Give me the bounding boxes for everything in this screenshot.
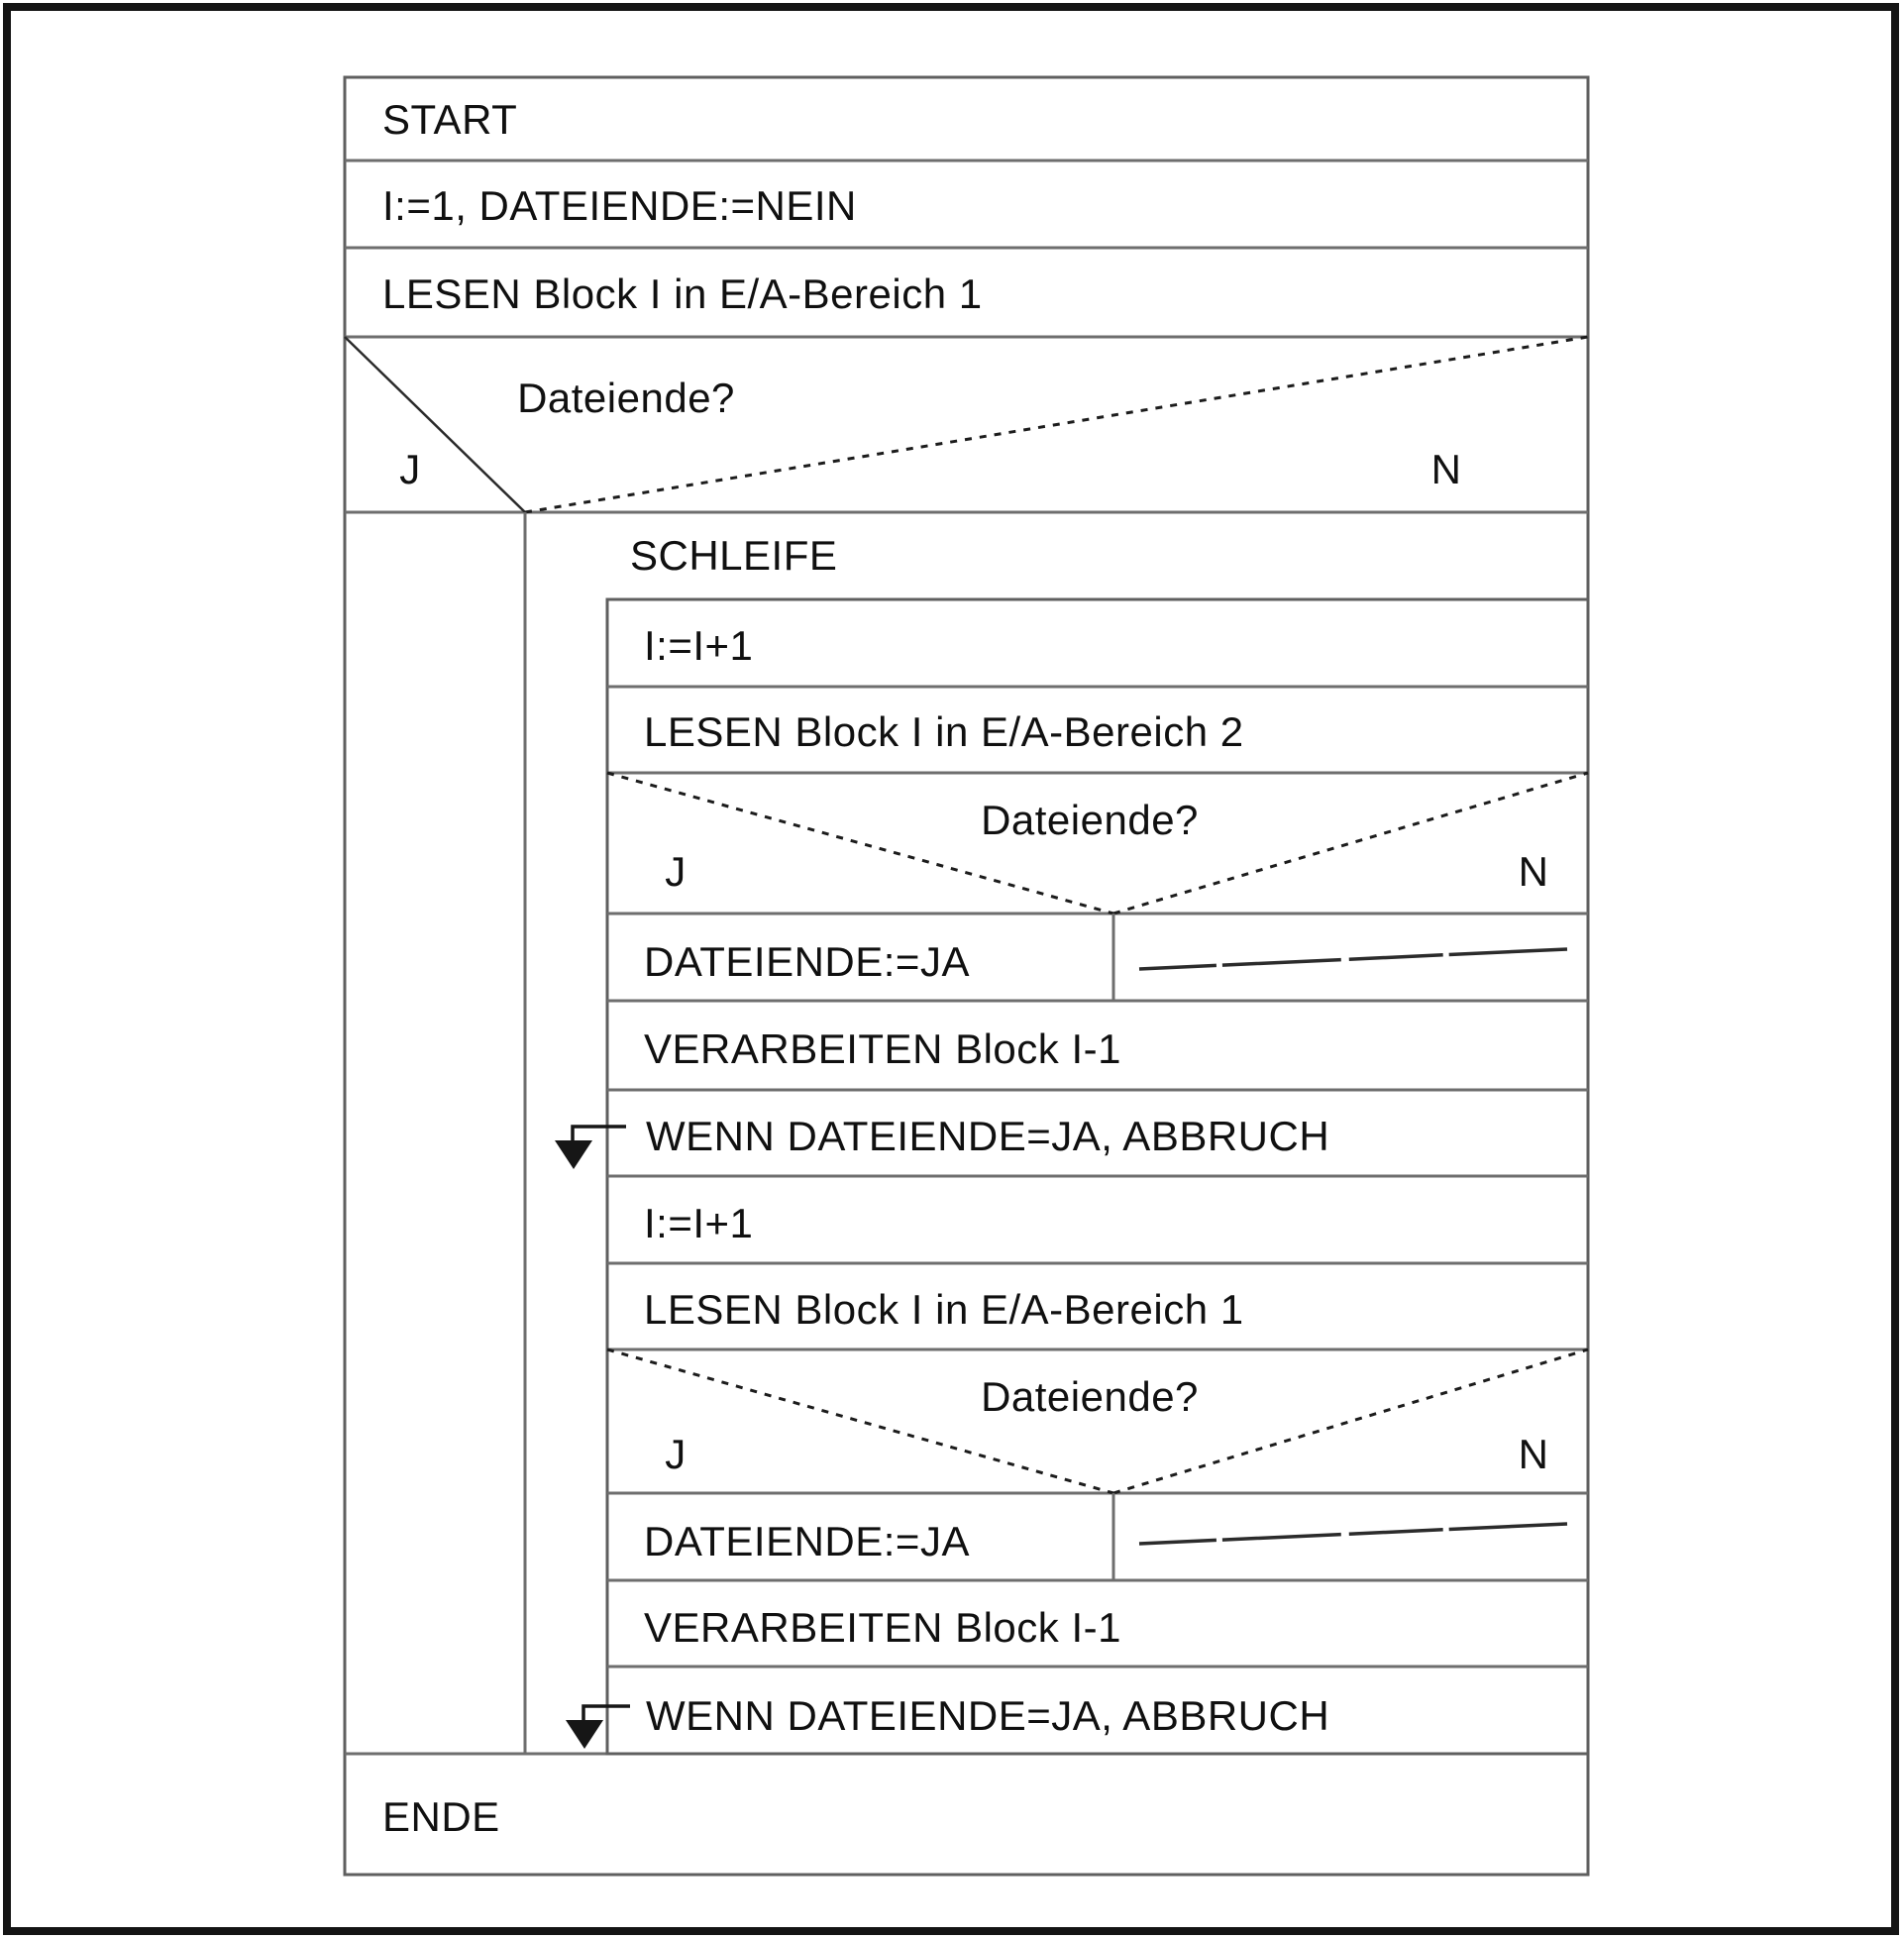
decision-a-right-diagonal [1112, 771, 1589, 916]
break-b-block: WENN DATEIENDE=JA, ABBRUCH [566, 1692, 1329, 1749]
outer-decision: Dateiende? J N [344, 335, 1589, 1754]
outer-decision-question: Dateiende? [517, 375, 735, 421]
break-b-arrow-icon [566, 1720, 603, 1749]
inner-decision-a: Dateiende? J N [606, 771, 1589, 1001]
read-buffer-1-label: LESEN Block I in E/A-Bereich 1 [644, 1286, 1244, 1333]
start-label: START [382, 96, 517, 143]
read-block-1: LESEN Block I in E/A-Bereich 1 [382, 270, 983, 317]
decision-b-right-diagonal [1112, 1347, 1589, 1495]
inner-decision-b: Dateiende? J N [606, 1347, 1589, 1580]
decision-b-noop-dash [1138, 1522, 1568, 1546]
process-a-label: VERARBEITEN Block I-1 [644, 1025, 1121, 1072]
set-eof-b-label: DATEIENDE:=JA [644, 1518, 970, 1564]
break-b-arrow-line [582, 1704, 630, 1722]
process-b-label: VERARBEITEN Block I-1 [644, 1604, 1121, 1651]
outer-decision-yes-label: J [399, 446, 421, 492]
decision-b-no-label: N [1519, 1431, 1549, 1477]
decision-a-noop-dash [1138, 947, 1568, 971]
init-statement: I:=1, DATEIENDE:=NEIN [382, 182, 857, 229]
loop-block: SCHLEIFE I:=I+1 LESEN Block I in E/A-Ber… [555, 532, 1590, 1756]
outer-decision-right-diagonal [524, 335, 1589, 514]
start-block: START [382, 96, 517, 143]
decision-a-left-diagonal [606, 771, 1114, 916]
increment-2-label: I:=I+1 [644, 1200, 753, 1246]
decision-a-question: Dateiende? [981, 797, 1199, 843]
end-label: ENDE [382, 1793, 500, 1840]
break-a-arrow-icon [555, 1140, 592, 1169]
image-frame [3, 3, 1899, 1935]
read-block-1-label: LESEN Block I in E/A-Bereich 1 [382, 270, 983, 317]
decision-a-yes-label: J [665, 848, 687, 895]
outer-decision-no-label: N [1431, 446, 1462, 492]
break-b-label: WENN DATEIENDE=JA, ABBRUCH [646, 1692, 1329, 1739]
end-block: ENDE [382, 1793, 500, 1840]
break-a-arrow-line [571, 1125, 626, 1142]
read-buffer-2-label: LESEN Block I in E/A-Bereich 2 [644, 708, 1244, 755]
outer-decision-left-diagonal [344, 336, 526, 513]
break-a-label: WENN DATEIENDE=JA, ABBRUCH [646, 1113, 1329, 1159]
decision-b-question: Dateiende? [981, 1373, 1199, 1420]
decision-b-yes-label: J [665, 1431, 687, 1477]
init-block: I:=1, DATEIENDE:=NEIN [382, 182, 857, 229]
decision-a-no-label: N [1519, 848, 1549, 895]
loop-label: SCHLEIFE [630, 532, 837, 579]
set-eof-a-label: DATEIENDE:=JA [644, 938, 970, 985]
break-a-block: WENN DATEIENDE=JA, ABBRUCH [555, 1113, 1329, 1169]
increment-1-label: I:=I+1 [644, 622, 753, 669]
